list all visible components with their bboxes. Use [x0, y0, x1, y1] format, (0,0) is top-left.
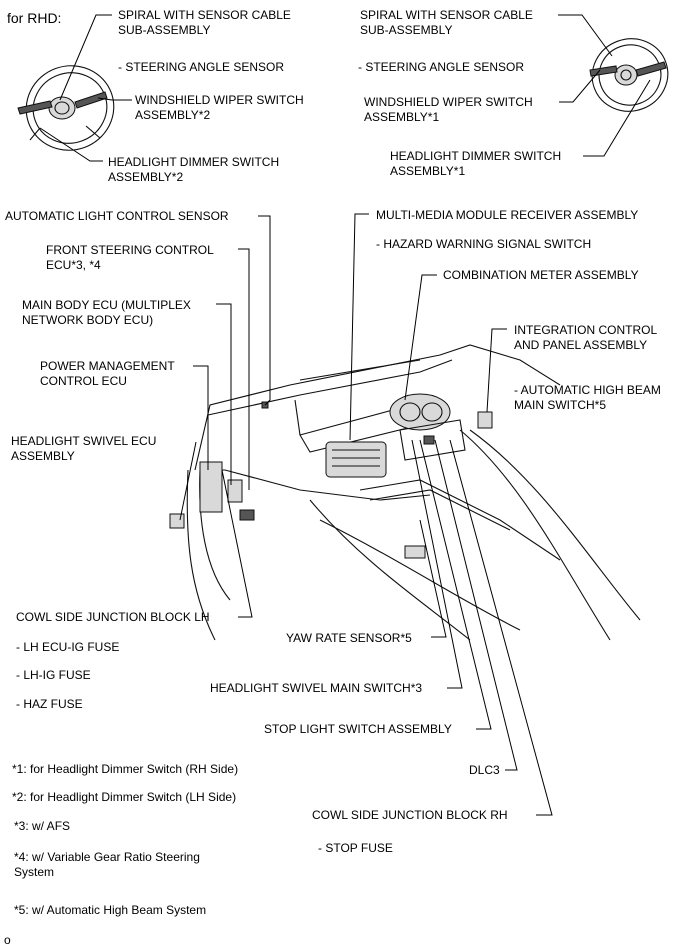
haz-fuse-label: - HAZ FUSE — [16, 697, 83, 711]
stop-fuse-label: - STOP FUSE — [318, 841, 393, 855]
headlight-swivel-main-switch-label: HEADLIGHT SWIVEL MAIN SWITCH*3 — [210, 681, 423, 695]
right-spiral-cable-label: SPIRAL WITH SENSOR CABLE SUB-ASSEMBLY — [360, 8, 533, 37]
main-body-ecu-label: MAIN BODY ECU (MULTIPLEX NETWORK BODY EC… — [22, 298, 191, 327]
multimedia-receiver-label: MULTI-MEDIA MODULE RECEIVER ASSEMBLY — [376, 208, 639, 222]
left-wiper-switch-label: WINDSHIELD WIPER SWITCH ASSEMBLY*2 — [135, 93, 304, 122]
power-management-ecu-label: POWER MANAGEMENT CONTROL ECU — [40, 359, 175, 388]
stop-light-switch-label: STOP LIGHT SWITCH ASSEMBLY — [264, 722, 452, 736]
right-wiper-switch-label: WINDSHIELD WIPER SWITCH ASSEMBLY*1 — [364, 95, 533, 124]
dlc3-label: DLC3 — [469, 763, 500, 777]
front-steering-ecu-label: FRONT STEERING CONTROL ECU*3, *4 — [46, 243, 214, 272]
left-headlight-dimmer-label: HEADLIGHT DIMMER SWITCH ASSEMBLY*2 — [108, 155, 280, 184]
hazard-switch-label: - HAZARD WARNING SIGNAL SWITCH — [376, 237, 592, 251]
leader-lines — [39, 14, 651, 816]
headlight-swivel-ecu-label: HEADLIGHT SWIVEL ECU ASSEMBLY — [11, 434, 157, 463]
footnote-1: *1: for Headlight Dimmer Switch (RH Side… — [12, 762, 239, 776]
for-rhd-heading: for RHD: — [7, 10, 62, 26]
footnote-5: *5: w/ Automatic High Beam System — [14, 903, 207, 917]
footnote-4: *4: w/ Variable Gear Ratio Steering Syst… — [14, 850, 200, 879]
yaw-rate-sensor-label: YAW RATE SENSOR*5 — [286, 631, 412, 645]
right-steering-wheel-illustration — [589, 38, 669, 112]
auto-light-sensor-label: AUTOMATIC LIGHT CONTROL SENSOR — [5, 209, 229, 223]
integration-panel-label: INTEGRATION CONTROL AND PANEL ASSEMBLY — [514, 323, 658, 352]
auto-high-beam-switch-label: - AUTOMATIC HIGH BEAM MAIN SWITCH*5 — [514, 383, 661, 412]
figure-code: o — [4, 933, 11, 947]
left-steering-angle-sensor-label: - STEERING ANGLE SENSOR — [118, 60, 285, 74]
lh-ecu-ig-fuse-label: - LH ECU-IG FUSE — [16, 640, 120, 654]
right-headlight-dimmer-label: HEADLIGHT DIMMER SWITCH ASSEMBLY*1 — [390, 149, 562, 178]
dashboard-illustration — [169, 344, 641, 641]
footnote-2: *2: for Headlight Dimmer Switch (LH Side… — [12, 790, 237, 804]
cowl-lh-label: COWL SIDE JUNCTION BLOCK LH — [16, 610, 210, 624]
combination-meter-label: COMBINATION METER ASSEMBLY — [443, 268, 639, 282]
right-steering-angle-sensor-label: - STEERING ANGLE SENSOR — [358, 60, 525, 74]
footnote-3: *3: w/ AFS — [14, 819, 71, 833]
left-steering-wheel-illustration — [17, 65, 115, 151]
left-spiral-cable-label: SPIRAL WITH SENSOR CABLE SUB-ASSEMBLY — [118, 8, 291, 37]
cowl-rh-label: COWL SIDE JUNCTION BLOCK RH — [312, 808, 508, 822]
lh-ig-fuse-label: - LH-IG FUSE — [16, 668, 91, 682]
